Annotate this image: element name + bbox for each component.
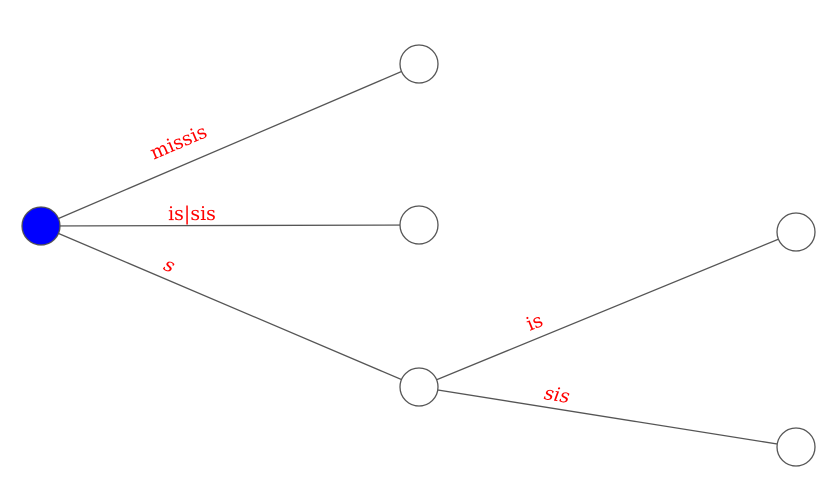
leaf-node-3 <box>776 212 816 252</box>
internal-node <box>399 367 439 407</box>
leaf-node-2 <box>399 205 439 245</box>
leaf-node-1 <box>399 44 439 84</box>
edge-internal-to-leaf-3 <box>418 231 797 388</box>
edge-internal-to-leaf-4 <box>418 386 797 448</box>
leaf-node-4 <box>776 427 816 467</box>
edge-root-to-internal <box>40 225 420 388</box>
nodes-layer <box>21 44 816 467</box>
edges-layer <box>40 63 797 448</box>
edge-label-sis: sis <box>543 382 572 408</box>
edge-label-is: is <box>523 309 546 335</box>
edge-label-s: s <box>161 253 179 277</box>
root-node <box>21 206 61 246</box>
edge-root-to-leaf-1 <box>40 63 420 227</box>
edge-root-to-leaf-2 <box>40 224 420 227</box>
edge-label-is-sis: is|sis <box>168 203 216 225</box>
labels-layer: missis is|sis s is sis <box>147 121 572 408</box>
